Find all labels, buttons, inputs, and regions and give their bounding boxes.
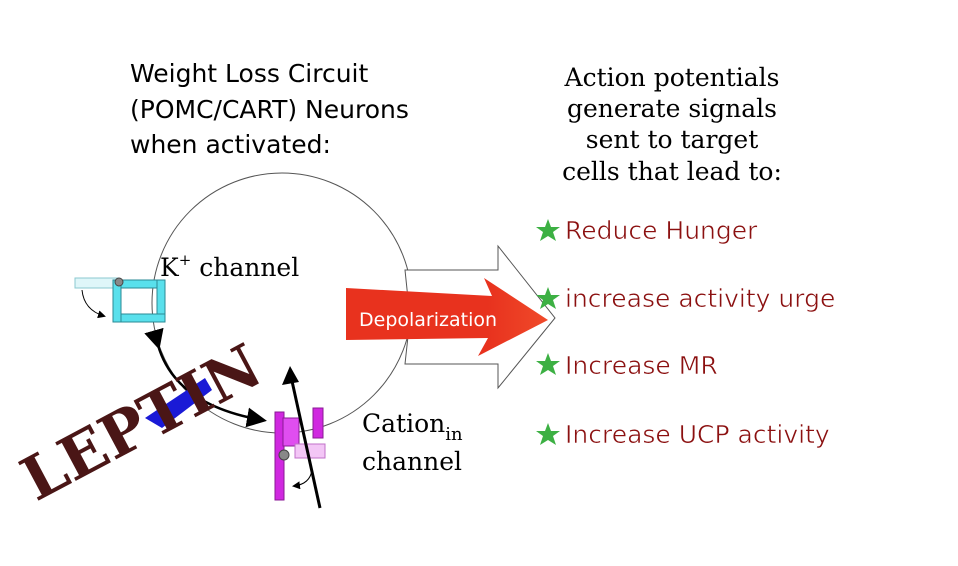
star-icon: [536, 353, 560, 375]
right-title-line1: Action potentials: [564, 63, 780, 92]
right-title-line4: cells that lead to:: [562, 157, 782, 186]
effect-label: Increase UCP activity: [565, 420, 830, 449]
right-title: Action potentials generate signals sent …: [562, 63, 782, 186]
k-channel: [74, 277, 166, 323]
depolarization-arrow: [346, 278, 548, 356]
star-icon: [536, 287, 560, 309]
cation-channel-label: Cationin: [362, 409, 463, 445]
right-title-line3: sent to target: [586, 125, 759, 154]
k-channel-label: K+ channel: [160, 251, 299, 282]
star-icon: [536, 219, 560, 241]
left-title-line2: (POMC/CART) Neurons: [130, 95, 409, 124]
effect-item: increase activity urge: [536, 284, 836, 313]
effect-label: Reduce Hunger: [565, 216, 758, 245]
cation-channel-label-line2: channel: [362, 447, 462, 476]
effect-label: Increase MR: [565, 351, 718, 380]
effects-list: Reduce Hunger increase activity urge Inc…: [536, 216, 836, 449]
cation-channel: [274, 407, 326, 501]
right-title-line2: generate signals: [567, 94, 777, 123]
left-title-line1: Weight Loss Circuit: [130, 59, 368, 88]
cation-influx-arrow: [288, 371, 322, 509]
effect-item: Increase MR: [536, 351, 718, 380]
effect-label: increase activity urge: [565, 284, 835, 313]
leptin-receptor: [145, 378, 212, 428]
left-title: Weight Loss Circuit (POMC/CART) Neurons …: [130, 59, 409, 159]
effect-item: Reduce Hunger: [536, 216, 758, 245]
depolarization-label: Depolarization: [359, 309, 497, 331]
star-icon: [536, 423, 560, 445]
effect-item: Increase UCP activity: [536, 420, 830, 449]
left-title-line3: when activated:: [130, 130, 331, 159]
